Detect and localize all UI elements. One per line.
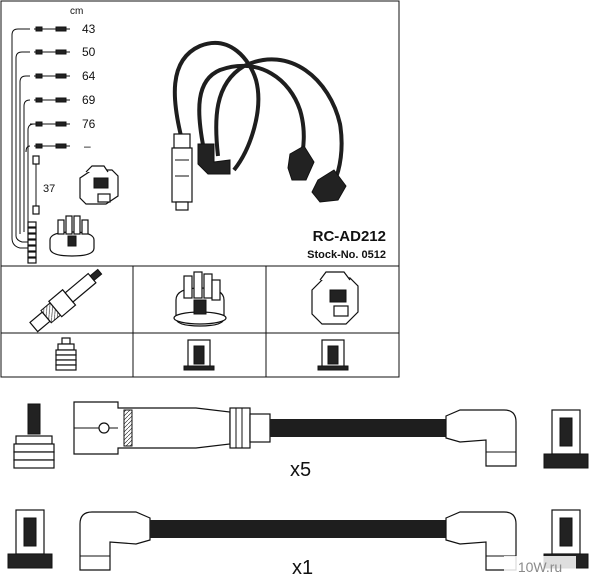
lead-a-straight-boot xyxy=(73,401,271,455)
lead-b-left-angled-boot xyxy=(79,511,151,571)
length-row-1: 43 xyxy=(34,22,96,36)
length-69: 69 xyxy=(82,93,96,107)
lead-a-plug-symbol xyxy=(13,403,55,469)
lead-a-quantity: x5 xyxy=(290,459,311,481)
length-row-2: 50 xyxy=(34,45,96,59)
watermark: 10W.ru xyxy=(504,556,576,578)
lead-b-left-symbol xyxy=(7,509,53,569)
part-number: RC-AD212 xyxy=(313,228,386,245)
lead-a: x5 xyxy=(13,401,589,481)
length-64: 64 xyxy=(82,69,96,83)
distributor-cap-icon xyxy=(173,271,227,327)
coil-length-37: 37 xyxy=(43,183,55,195)
lead-a-coil-symbol xyxy=(543,409,589,469)
angled-boot-1 xyxy=(197,143,231,175)
length-row-4: 69 xyxy=(34,93,96,107)
catalog-frame xyxy=(0,0,400,378)
length-row-5: 76 xyxy=(34,117,96,131)
lead-b-quantity: x1 xyxy=(292,557,313,579)
lead-a-angled-boot xyxy=(445,409,517,467)
watermark-text: 10W.ru xyxy=(518,559,562,575)
length-50: 50 xyxy=(82,45,96,59)
unit-label: cm xyxy=(70,6,83,17)
coil-branch: 37 xyxy=(32,155,55,215)
length-43: 43 xyxy=(82,22,96,36)
length-row-3: 64 xyxy=(34,69,96,83)
spark-plug-icon xyxy=(29,268,103,333)
length-row-6: – xyxy=(34,139,91,153)
distributor-connector-symbol xyxy=(183,339,215,371)
coil-small-icon xyxy=(79,165,119,205)
angled-boot-3 xyxy=(311,169,347,203)
stock-number: Stock-No. 0512 xyxy=(307,249,386,261)
ignition-coil-icon xyxy=(311,271,359,325)
plug-connector-symbol xyxy=(55,337,77,371)
length-dash: – xyxy=(84,139,91,153)
cable-set-illustration: RC-AD212 Stock-No. 0512 xyxy=(171,41,386,261)
straight-boot xyxy=(171,133,193,211)
lead-b: x1 xyxy=(7,509,589,579)
angled-boot-2 xyxy=(287,145,315,181)
distributor-small-icon xyxy=(49,215,95,257)
terminal-stack xyxy=(11,221,37,264)
coil-connector-symbol xyxy=(317,339,349,371)
length-76: 76 xyxy=(82,117,96,131)
length-legend: cm 43 50 64 69 xyxy=(11,6,119,264)
